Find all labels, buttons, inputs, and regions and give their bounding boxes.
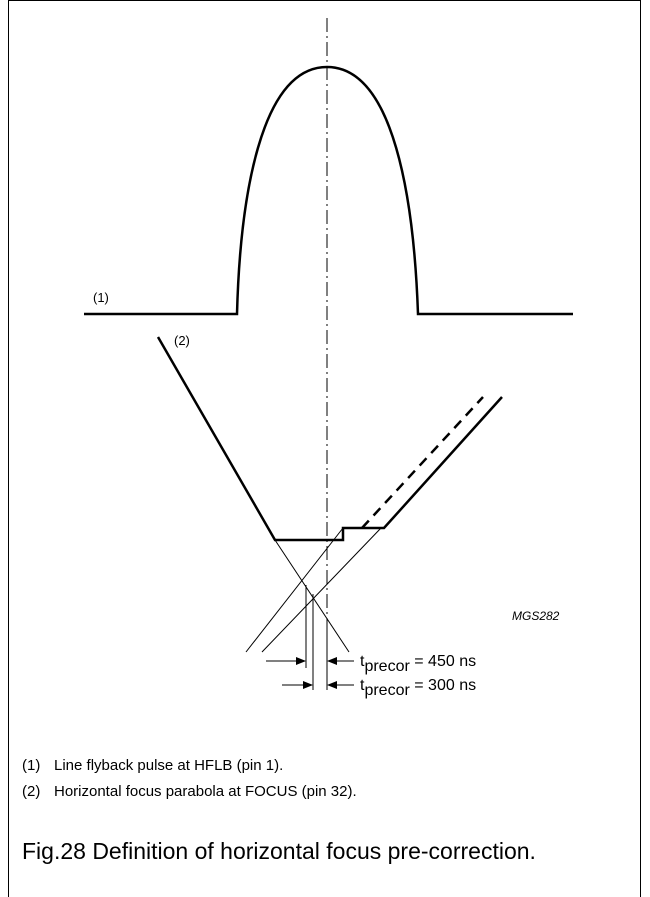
construction-line-left xyxy=(274,539,350,653)
focus-parabola-waveform xyxy=(156,336,503,542)
note-2-number: (2) xyxy=(22,783,41,800)
note-1-number: (1) xyxy=(22,757,41,774)
parabola-extension-dashed xyxy=(361,396,484,529)
timing-label-450: tprecor = 450 ns xyxy=(360,653,476,675)
note-2: (2) Horizontal focus parabola at FOCUS (p… xyxy=(22,782,357,802)
flyback-pulse-waveform xyxy=(84,65,573,316)
note-1: (1) Line flyback pulse at HFLB (pin 1). xyxy=(22,756,283,776)
figure-caption: Fig.28 Definition of horizontal focus pr… xyxy=(22,838,536,864)
construction-line-a xyxy=(245,527,344,653)
timing-label-300: tprecor = 300 ns xyxy=(360,677,476,699)
label-pulse: (1) xyxy=(93,290,109,305)
note-2-text: Horizontal focus parabola at FOCUS (pin … xyxy=(54,783,357,800)
label-parabola: (2) xyxy=(174,333,190,348)
construction-line-b xyxy=(261,527,382,653)
figure-code: MGS282 xyxy=(512,609,560,623)
note-1-text: Line flyback pulse at HFLB (pin 1). xyxy=(54,757,284,774)
